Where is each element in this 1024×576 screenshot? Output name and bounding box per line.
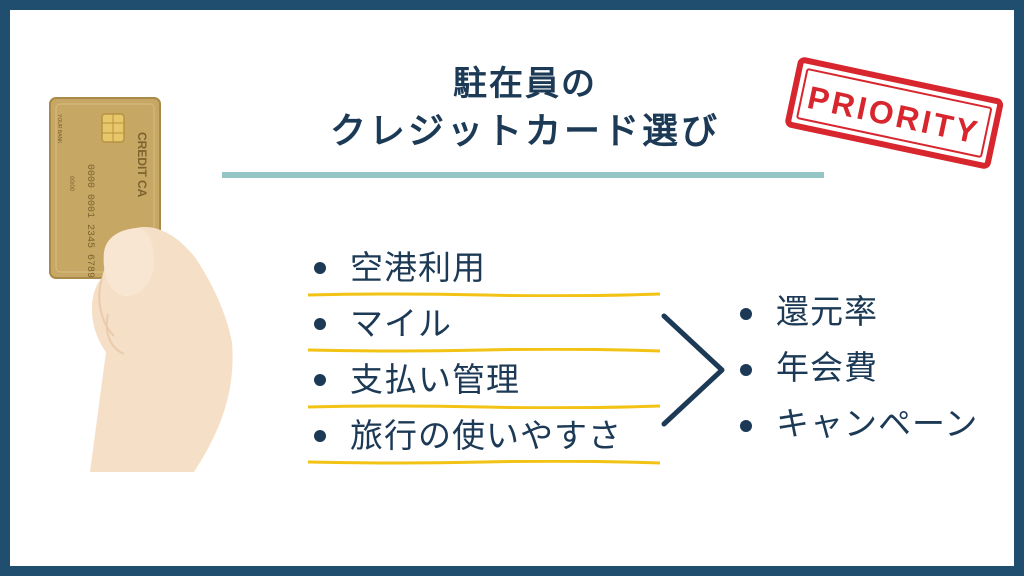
card-bank-text: YOUR BANK xyxy=(56,114,62,144)
list-item-label: 還元率 xyxy=(776,292,878,331)
right-list: 還元率 年会費 キャンペーン xyxy=(732,288,1014,456)
chevron-right-icon xyxy=(661,313,725,427)
list-item-label: 支払い管理 xyxy=(350,360,520,399)
bullet-dot xyxy=(740,364,752,376)
title-underline xyxy=(222,172,824,178)
list-item: 年会費 xyxy=(732,344,1014,400)
card-expiry-text: 00/00 xyxy=(68,176,74,192)
hand-icon xyxy=(90,227,233,472)
list-item: マイル xyxy=(308,296,668,353)
bullet-dot xyxy=(314,318,326,330)
list-item-label: 年会費 xyxy=(776,348,878,387)
list-item: 旅行の使いやすさ xyxy=(308,408,668,465)
hand-holding-card-illustration: CREDIT CA 0000 0001 2345 6789 00/00 YOUR… xyxy=(49,97,233,472)
card-number-text: 0000 0001 2345 6789 xyxy=(84,164,95,278)
list-item-label: 旅行の使いやすさ xyxy=(350,416,622,455)
highlight-line xyxy=(308,404,660,409)
highlight-line xyxy=(308,348,660,353)
bullet-dot xyxy=(740,308,752,320)
list-item-label: キャンペーン xyxy=(776,404,979,443)
list-item-label: 空港利用 xyxy=(350,248,486,287)
card-brand-text: CREDIT CA xyxy=(135,132,149,198)
bullet-dot xyxy=(314,374,326,386)
list-item: 還元率 xyxy=(732,288,1014,344)
bullet-dot xyxy=(314,262,326,274)
highlight-line xyxy=(308,292,660,297)
list-item: 空港利用 xyxy=(308,240,668,297)
page-title: 駐在員の クレジットカード選び xyxy=(230,62,820,158)
left-list: 空港利用 マイル 支払い管理 旅行の使いやすさ xyxy=(308,240,668,465)
highlight-line xyxy=(308,460,660,465)
title-line-2: クレジットカード選び xyxy=(329,111,720,152)
list-item-label: マイル xyxy=(350,304,452,343)
credit-card-icon: CREDIT CA 0000 0001 2345 6789 00/00 YOUR… xyxy=(49,97,161,279)
list-item: 支払い管理 xyxy=(308,352,668,409)
priority-stamp: PRIORITY xyxy=(785,57,1004,169)
title-line-1: 駐在員の xyxy=(453,64,597,104)
list-item: キャンペーン xyxy=(732,400,1014,456)
bullet-dot xyxy=(314,430,326,442)
bullet-dot xyxy=(740,420,752,432)
